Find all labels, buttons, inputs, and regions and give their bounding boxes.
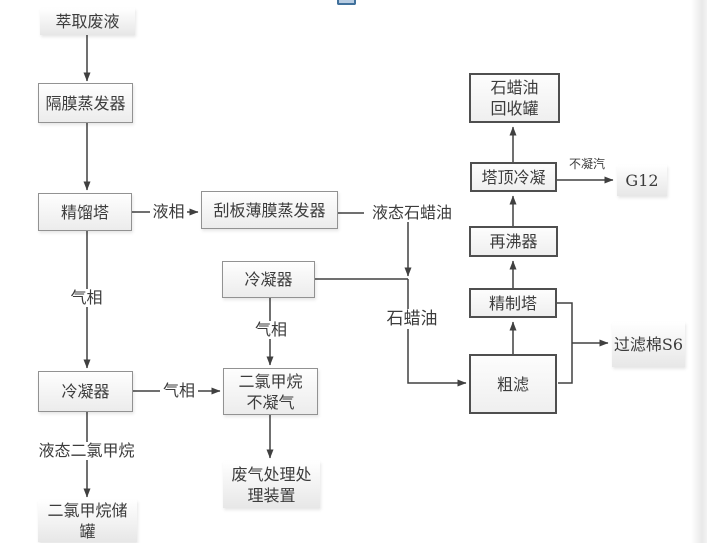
edge-label-gas-phase-left-vertical: 气相 — [68, 289, 105, 307]
node-refining-tower: 精制塔 — [469, 288, 557, 318]
node-dcm-noncondensable-gas: 二氯甲烷 不凝气 — [223, 368, 318, 415]
node-paraffin-recovery-tank: 石蜡油 回收罐 — [469, 73, 560, 123]
edge-label-gas-phase-left-horizontal: 气相 — [160, 382, 198, 400]
node-coarse-filter: 粗滤 — [469, 354, 557, 414]
path-paraffin-to-coarse-filter — [407, 279, 467, 387]
node-condenser-left: 冷凝器 — [38, 371, 133, 412]
edge-label-gas-phase-mid: 气相 — [252, 321, 290, 339]
edge-label-liquid-phase: 液相 — [150, 203, 187, 221]
edge-label-liquid-dcm: 液态二氯甲烷 — [35, 442, 138, 460]
node-waste-gas-unit: 废气处理处 理装置 — [223, 461, 320, 508]
edge-label-liquid-paraffin-oil: 液态石蜡油 — [364, 204, 460, 222]
node-extract-waste: 萃取废液 — [40, 8, 135, 35]
node-diaphragm-evaporator: 隔膜蒸发器 — [38, 83, 133, 123]
node-distillation-tower: 精馏塔 — [38, 193, 132, 231]
node-g12: G12 — [617, 165, 667, 196]
selection-handle[interactable] — [337, 0, 356, 5]
path-refining-coarse-right-link — [557, 302, 573, 384]
edge-label-paraffin-oil: 石蜡油 — [383, 309, 441, 329]
node-scraper-film-evaporator: 刮板薄膜蒸发器 — [201, 191, 338, 229]
node-filter-cotton-s6: 过滤棉S6 — [612, 322, 685, 367]
node-condenser-mid: 冷凝器 — [222, 261, 315, 298]
node-tower-top-condense: 塔顶冷凝 — [470, 162, 557, 192]
edge-label-non-condensable-vapor: 不凝汽 — [566, 157, 608, 171]
page-edge-shadow — [691, 0, 707, 543]
node-reboiler: 再沸器 — [469, 226, 558, 257]
node-dcm-storage-tank: 二氯甲烷储 罐 — [38, 500, 137, 542]
